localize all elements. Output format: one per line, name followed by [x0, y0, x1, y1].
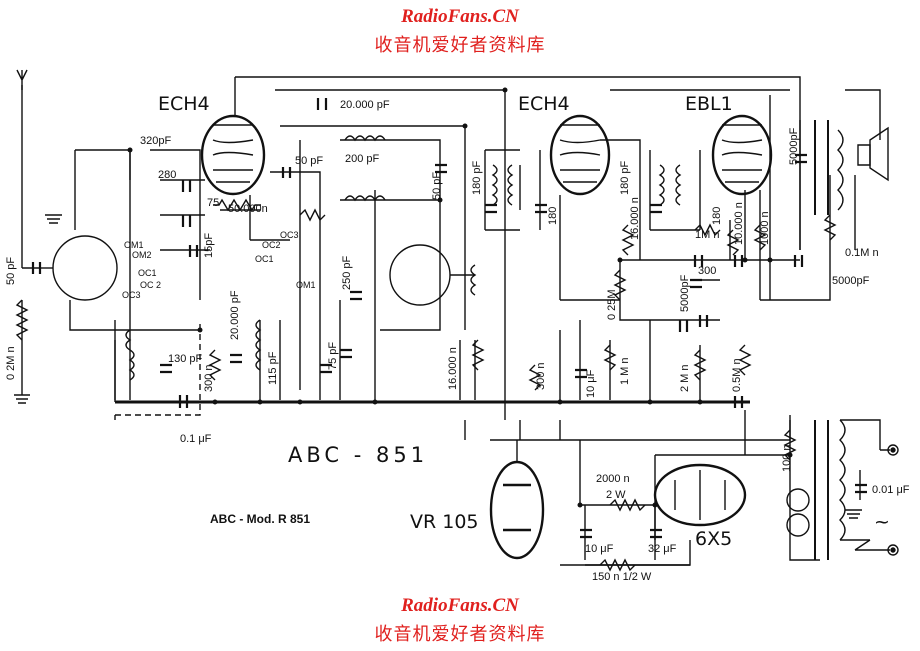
label-c-5000a: 5000pF	[788, 127, 800, 165]
label-c-200: 200 pF	[345, 153, 380, 165]
label-r-02m: 0 2M n	[5, 346, 17, 380]
label-r-300a: 300 n	[203, 364, 215, 392]
label-c-10uf-b: 10 μF	[585, 543, 614, 555]
label-w-2: 2 W	[606, 489, 626, 501]
label-c-50pf-ant: 50 pF	[5, 257, 17, 285]
watermark-chinese-top: 收音机爱好者资料库	[374, 35, 546, 56]
label-c-50pf-b: 50 pF	[431, 172, 443, 200]
coils	[125, 135, 682, 381]
label-6x5: 6X5	[695, 528, 732, 550]
label-c-180a: 180 pF	[471, 160, 483, 195]
label-r-2m: 2 M n	[679, 364, 691, 392]
component-labels: 20.000 pF 320pF 50 pF 200 pF 280 75 50.0…	[5, 99, 910, 583]
label-c-75b: 75 pF	[327, 342, 339, 370]
tube-vr105	[489, 440, 545, 560]
label-c-15: 15pF	[203, 233, 215, 258]
model-title-small: ABC - Mod. R 851	[210, 512, 310, 526]
label-c-75a: 75	[207, 197, 219, 209]
watermark-chinese-bottom: 收音机爱好者资料库	[374, 624, 546, 645]
resistors	[15, 198, 837, 572]
label-c-180c: 180 pF	[619, 160, 631, 195]
label-r-10000: 10.000 n	[733, 202, 745, 245]
label-ebl1: EBL1	[685, 93, 733, 115]
label-oc3: OC3	[122, 290, 141, 300]
ground-symbols	[45, 214, 862, 519]
label-oc3b: OC3	[280, 230, 299, 240]
label-r-16000a: 16.000 n	[629, 197, 641, 240]
label-r-2000: 2000 n	[596, 473, 630, 485]
label-r-01m: 0.1M n	[845, 247, 879, 259]
label-c-20000b: 20.000 pF	[229, 290, 241, 340]
label-c-001: 0.01 μF	[872, 484, 910, 496]
label-r-300b: 300 n	[535, 362, 547, 390]
label-oc1b: OC1	[138, 268, 157, 278]
watermark-site-bottom: RadioFans.CN	[401, 595, 519, 616]
wiring	[14, 69, 899, 566]
label-c-01uf: 0.1 μF	[180, 433, 212, 445]
label-vr105: VR 105	[410, 511, 479, 533]
label-c-50pf-top: 50 pF	[295, 155, 323, 167]
tube-ebl1	[711, 114, 773, 196]
label-c-115: 115 pF	[267, 351, 279, 385]
label-r-100: 100 n	[781, 444, 793, 472]
tube-ech4-1	[200, 114, 266, 196]
tube-ech4-2	[549, 114, 611, 196]
label-c-130: 130 pF	[168, 353, 203, 365]
label-r-1000: 1000 n	[759, 211, 771, 245]
label-c-320: 320pF	[140, 135, 171, 147]
tube-6x5	[653, 463, 747, 527]
label-r-150: 150 n 1/2 W	[592, 571, 652, 583]
label-c-5000b: 5000pF	[832, 275, 870, 287]
model-title-big: ABC - 851	[288, 443, 428, 467]
capacitors	[31, 98, 867, 539]
label-r-025m: 0 25M	[606, 289, 618, 320]
junction-dots	[127, 87, 793, 508]
label-c-300: 300	[698, 265, 716, 277]
label-oc2b: OC 2	[140, 280, 161, 290]
label-r-50000: 50.000n	[228, 203, 268, 215]
label-c-180d: 180	[711, 207, 723, 225]
label-c-280: 280	[158, 169, 176, 181]
label-ech4-1: ECH4	[158, 93, 210, 115]
label-oc2: OC2	[262, 240, 281, 250]
label-r-16000b: 16.000 n	[447, 347, 459, 390]
label-c-10uf: 10 μF	[585, 369, 597, 398]
label-r-1mb: 1 M n	[619, 357, 631, 385]
label-ac: ~	[874, 511, 890, 533]
label-r-1m: 1M n	[695, 229, 719, 241]
label-om1b: OM1	[124, 240, 144, 250]
label-r-05m: 0.5M n	[731, 358, 743, 392]
label-om2: OM2	[132, 250, 152, 260]
watermark-site-top: RadioFans.CN	[401, 6, 519, 27]
label-oc1: OC1	[255, 254, 274, 264]
label-om1: OM1	[296, 280, 316, 290]
label-c-180b: 180	[547, 207, 559, 225]
label-c-250: 250 pF	[341, 255, 353, 290]
label-c-20000: 20.000 pF	[340, 99, 390, 111]
label-c-5000c: 5000pF	[679, 274, 691, 312]
label-c-32uf: 32 μF	[648, 543, 677, 555]
label-ech4-2: ECH4	[518, 93, 570, 115]
